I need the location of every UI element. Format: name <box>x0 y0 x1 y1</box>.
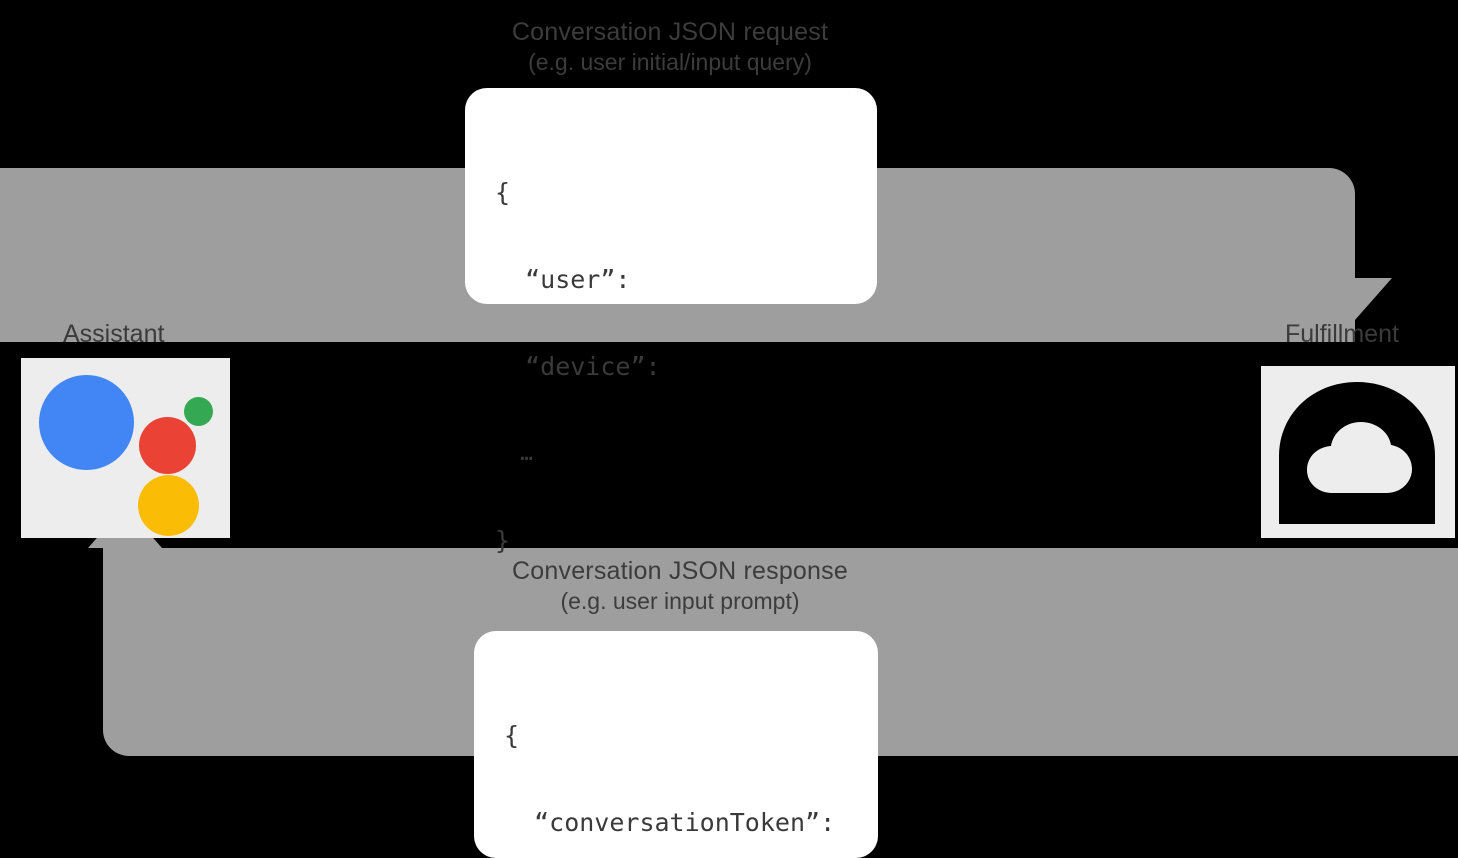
response-flow-subtitle: (e.g. user input prompt) <box>560 588 800 615</box>
json-open-brace: { <box>495 178 511 207</box>
request-flow-title: Conversation JSON request <box>511 18 829 46</box>
request-arrowhead-icon <box>1318 278 1392 320</box>
response-json-bubble: { “conversationToken”: “userStorage”: … … <box>474 631 878 858</box>
assistant-yellow-dot-icon <box>138 475 199 536</box>
json-key: “device”: <box>525 352 661 381</box>
response-flow-title: Conversation JSON response <box>512 557 848 585</box>
response-flow-label: Conversation JSON response (e.g. user in… <box>0 556 1360 616</box>
request-flow-label: Conversation JSON request (e.g. user ini… <box>0 17 1340 77</box>
request-flow-subtitle: (e.g. user initial/input query) <box>528 49 812 76</box>
cloud-functions-icon <box>1279 382 1435 524</box>
fulfillment-node-label: Fulfillment <box>1285 320 1399 348</box>
assistant-node-label: Assistant <box>63 320 165 348</box>
json-key: “user”: <box>525 265 631 294</box>
assistant-green-dot-icon <box>184 397 213 426</box>
json-key: “conversationToken”: <box>534 808 836 837</box>
json-ellipsis: … <box>520 441 533 465</box>
assistant-red-dot-icon <box>139 417 196 474</box>
request-json-bubble: { “user”: “device”: … } <box>465 88 877 555</box>
fulfillment-node[interactable] <box>1261 366 1455 538</box>
assistant-node[interactable] <box>21 358 230 538</box>
assistant-blue-dot-icon <box>39 375 134 470</box>
json-close-brace: } <box>495 526 511 555</box>
json-open-brace: { <box>504 721 520 750</box>
